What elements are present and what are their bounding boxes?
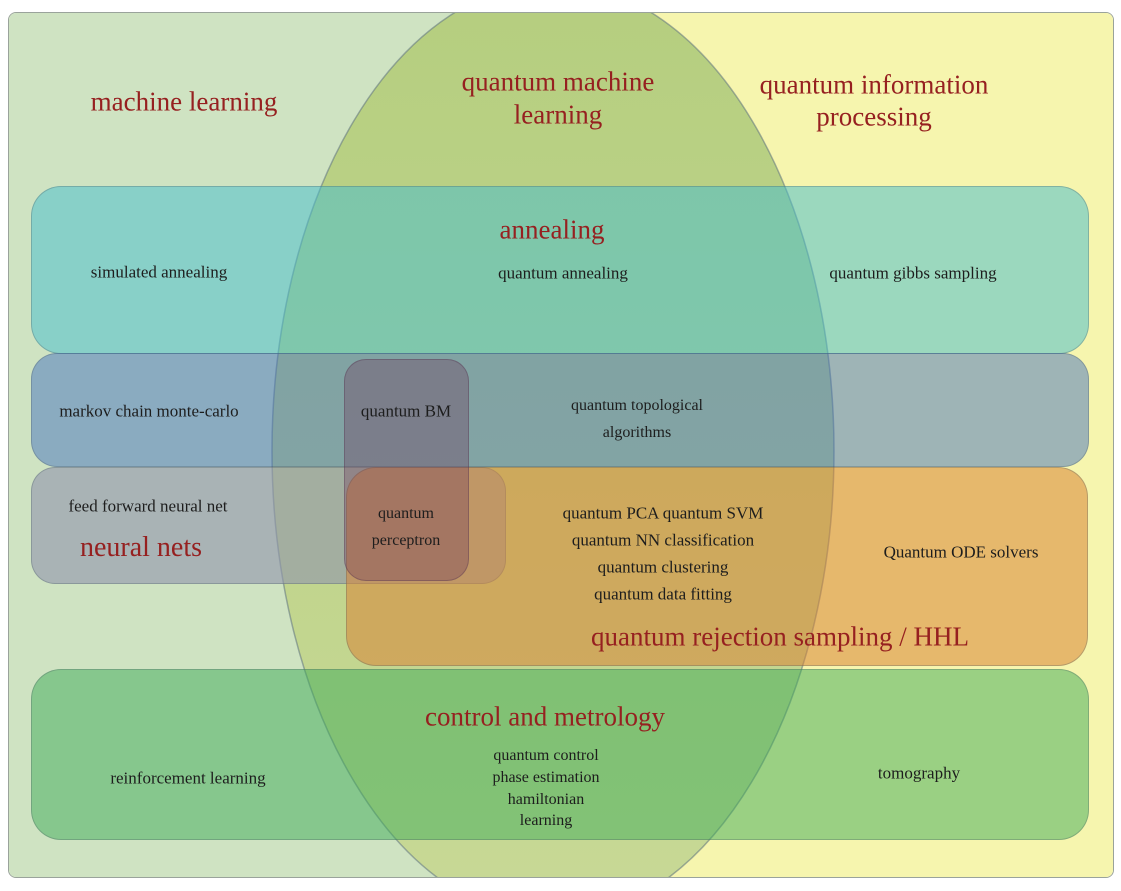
label-perceptron-line1: quantum xyxy=(378,505,434,522)
label-control-line4: learning xyxy=(519,812,573,829)
control-metrology-title: control and metrology xyxy=(425,701,665,732)
boltzmann-column xyxy=(344,359,469,581)
mcmc-band xyxy=(31,353,1089,467)
label-markov-chain-monte-carlo: markov chain monte-carlo xyxy=(59,401,239,421)
label-simulated-annealing: simulated annealing xyxy=(90,262,228,282)
hhl-title: quantum rejection sampling / HHL xyxy=(591,621,969,652)
label-topological-line2: algorithms xyxy=(602,424,672,441)
qml-title-line2: learning xyxy=(513,99,603,130)
label-pca-line2: quantum NN classification xyxy=(571,530,755,550)
label-control-line1: quantum control xyxy=(493,747,599,764)
neural-nets-title: neural nets xyxy=(79,532,203,563)
label-quantum-ode-solvers: Quantum ODE solvers xyxy=(883,542,1039,562)
label-topological-line1: quantum topological xyxy=(571,397,703,414)
label-control-line3: hamiltonian xyxy=(507,791,585,808)
label-quantum-annealing: quantum annealing xyxy=(498,263,628,283)
label-tomography: tomography xyxy=(877,763,961,783)
qip-title-line2: processing xyxy=(816,101,932,132)
label-pca-line4: quantum data fitting xyxy=(594,584,732,604)
annealing-title: annealing xyxy=(499,214,605,245)
annealing-band xyxy=(31,186,1089,354)
label-perceptron-line2: perceptron xyxy=(371,532,441,549)
label-reinforcement-learning: reinforcement learning xyxy=(110,768,266,788)
label-quantum-bm: quantum BM xyxy=(360,401,452,421)
label-feed-forward-neural-net: feed forward neural net xyxy=(68,496,228,516)
control-metrology-band xyxy=(31,669,1089,840)
qml-title-line1: quantum machine xyxy=(461,66,655,97)
label-pca-line1: quantum PCA quantum SVM xyxy=(562,503,764,523)
diagram-canvas: machine learning quantum machine learnin… xyxy=(8,12,1114,878)
label-control-line2: phase estimation xyxy=(492,769,600,786)
label-quantum-gibbs-sampling: quantum gibbs sampling xyxy=(829,263,997,283)
hhl-band xyxy=(346,467,1088,666)
machine-learning-title: machine learning xyxy=(90,86,278,117)
label-pca-line3: quantum clustering xyxy=(597,557,729,577)
qip-title-line1: quantum information xyxy=(759,69,989,100)
